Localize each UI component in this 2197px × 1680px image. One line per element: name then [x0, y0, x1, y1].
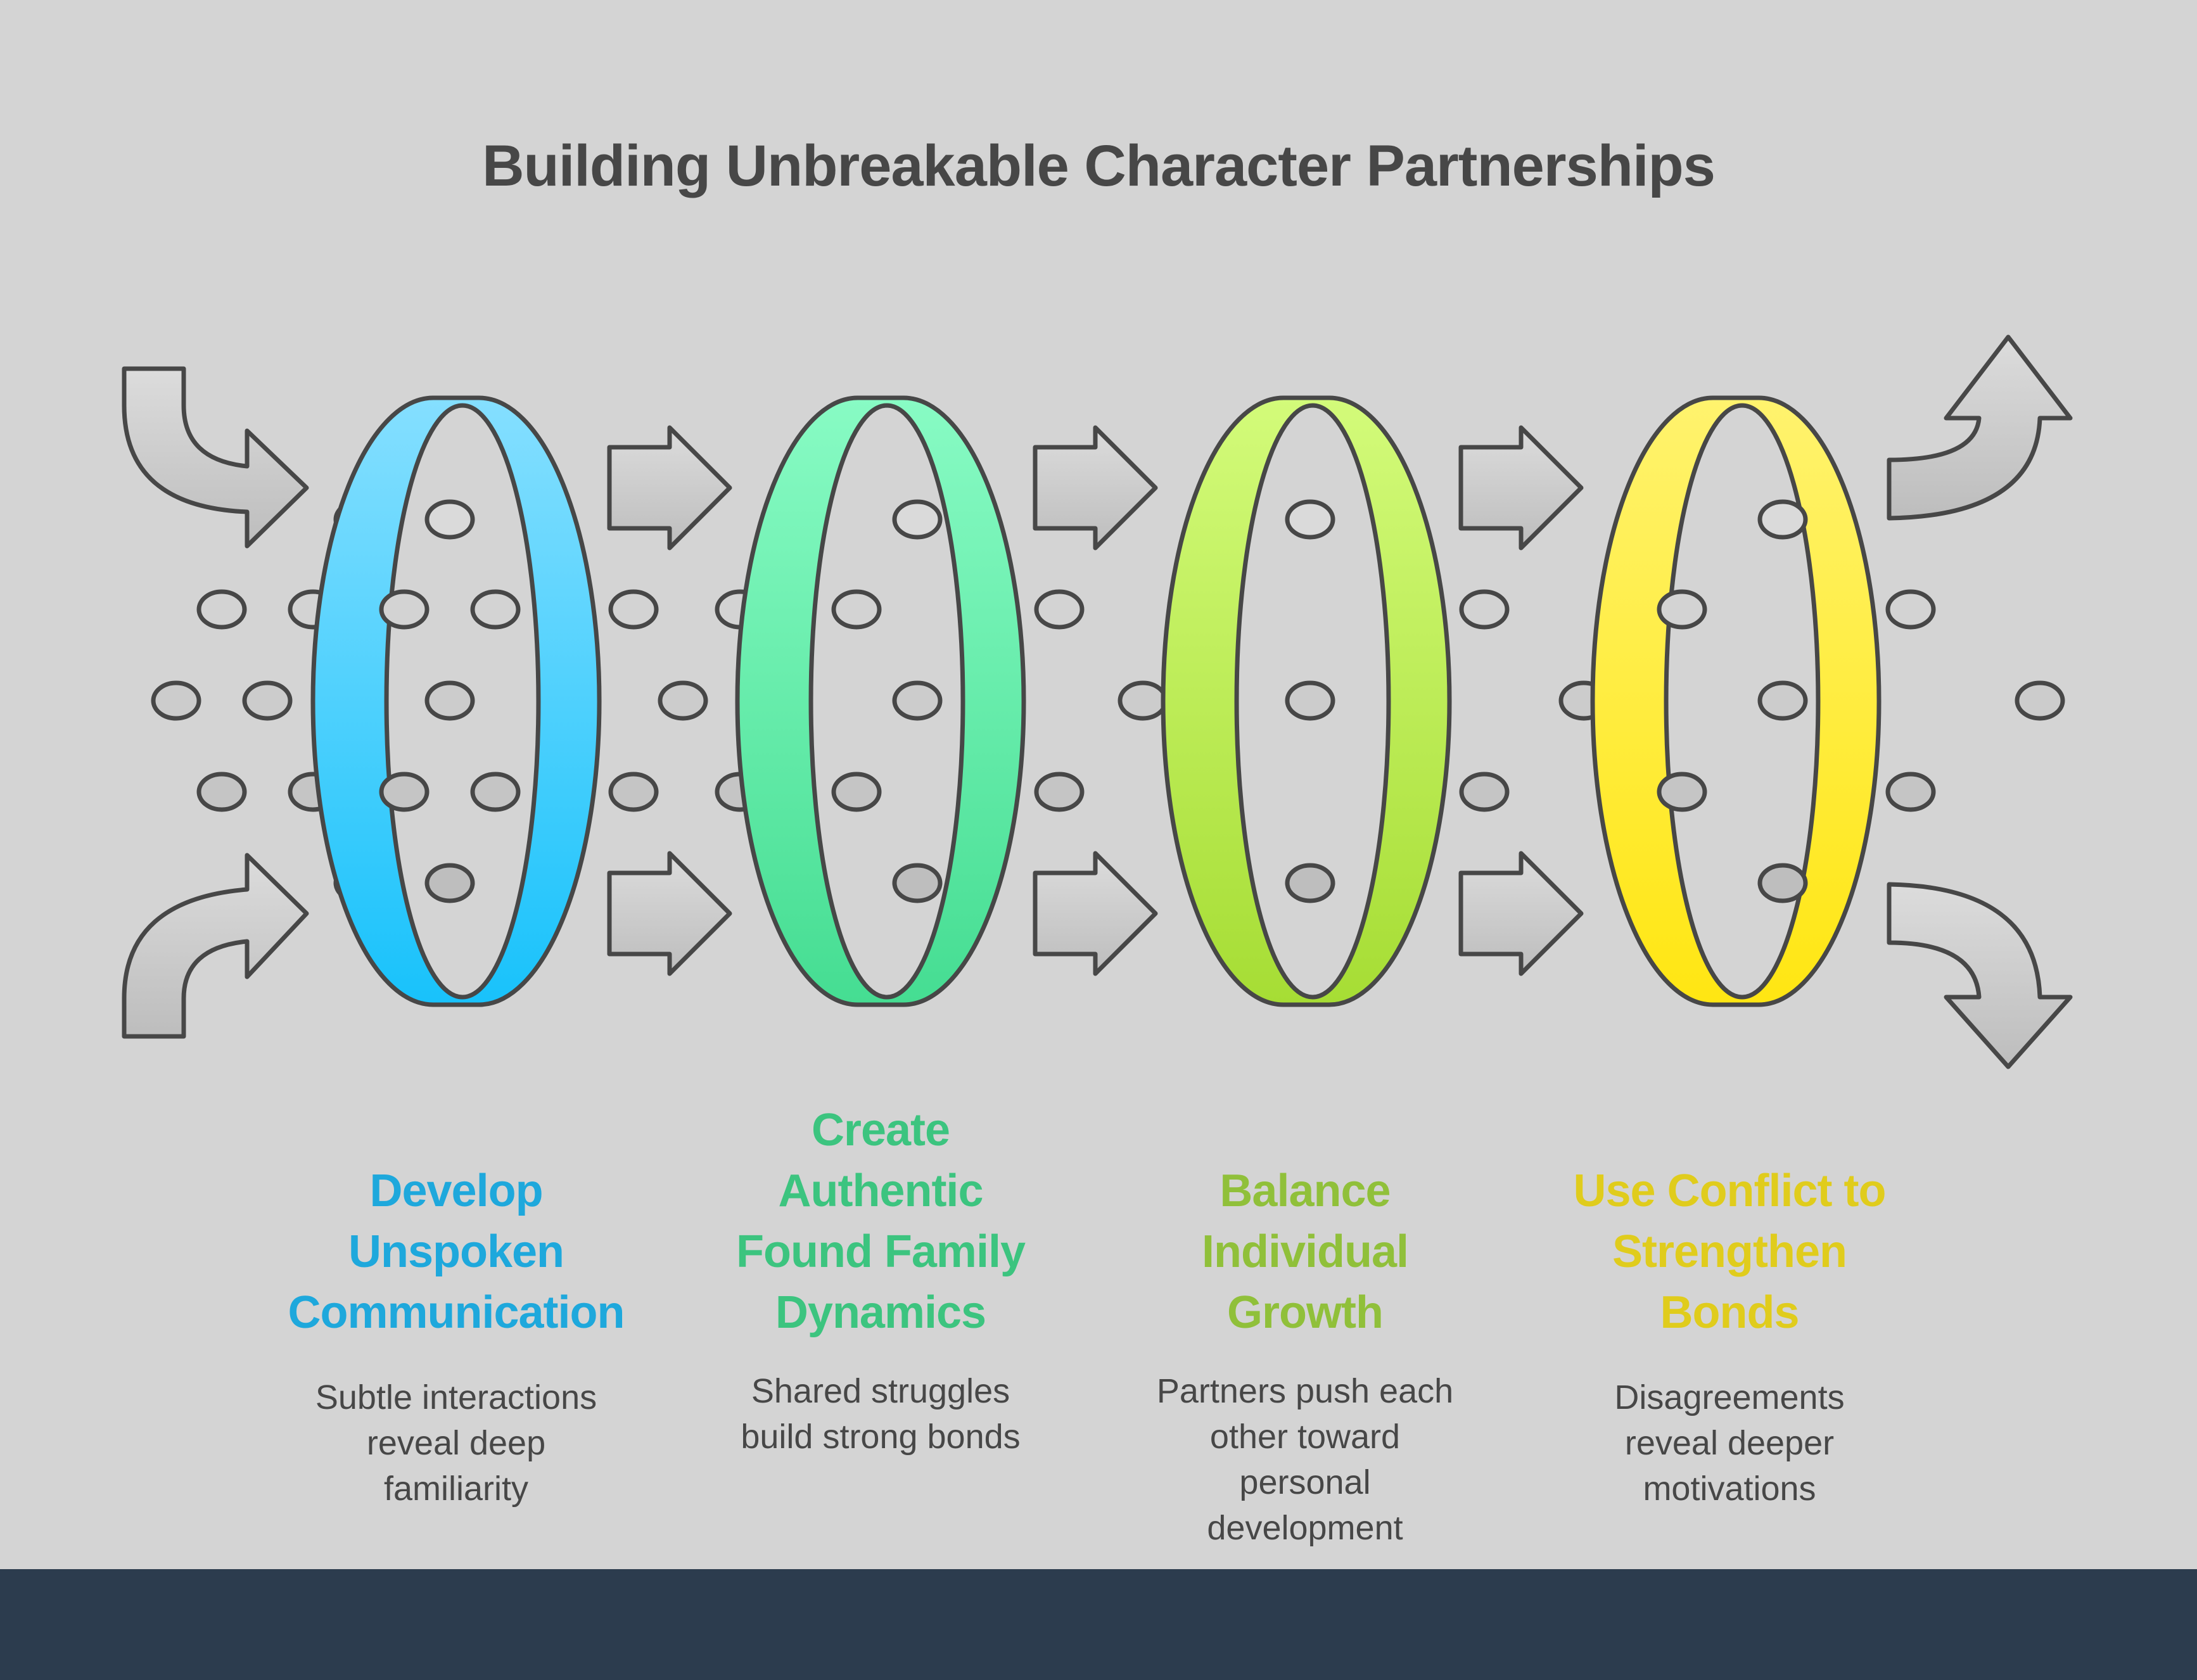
curved-arrow-icon	[1887, 882, 2073, 1069]
particle-circle-icon	[1034, 772, 1085, 812]
step-3: Balance Individual Growth Partners push …	[1102, 1077, 1508, 1558]
particle-circle-icon	[892, 680, 943, 721]
description-line: Shared struggles	[751, 1372, 1010, 1410]
step-heading: Balance Individual Growth	[1102, 1161, 1508, 1343]
particle-circle-icon	[1285, 499, 1335, 540]
particle-circle-icon	[892, 499, 943, 540]
particle-circle-icon	[424, 680, 475, 721]
curved-arrow-icon	[1887, 334, 2073, 521]
particle-circle-icon	[1034, 589, 1085, 630]
heading-line: Use Conflict to	[1573, 1166, 1886, 1216]
particle-circle-icon	[242, 680, 293, 721]
description-line: Partners push each	[1156, 1372, 1454, 1410]
particle-circle-icon	[1885, 589, 1936, 630]
particle-circle-icon	[1285, 680, 1335, 721]
step-heading: Create Authentic Found Family Dynamics	[678, 1100, 1083, 1343]
curved-arrow-icon	[122, 366, 309, 549]
description-line: other toward	[1209, 1418, 1401, 1456]
heading-line: Unspoken	[348, 1226, 564, 1277]
particle-circle-icon	[379, 772, 430, 812]
footer-bar	[0, 1569, 2197, 1680]
heading-line: Bonds	[1660, 1287, 1800, 1338]
step-heading: Use Conflict to Strengthen Bonds	[1527, 1161, 1932, 1343]
particle-circle-icon	[470, 589, 521, 630]
particle-circle-icon	[608, 589, 659, 630]
particle-circle-icon	[1459, 589, 1510, 630]
particle-circle-icon	[831, 772, 882, 812]
particle-circle-icon	[2015, 680, 2065, 721]
description-line: development	[1207, 1509, 1403, 1547]
particle-circle-icon	[470, 772, 521, 812]
description-line: Disagreements	[1614, 1378, 1845, 1416]
particle-circle-icon	[424, 863, 475, 903]
heading-line: Individual	[1201, 1226, 1409, 1277]
arrow-layer	[122, 334, 2073, 1069]
particle-circle-icon	[1657, 772, 1707, 812]
particle-circle-icon	[608, 772, 659, 812]
curved-arrow-icon	[122, 853, 309, 1039]
particle-circle-icon	[892, 863, 943, 903]
description-line: reveal deeper	[1624, 1424, 1835, 1462]
description-line: reveal deep	[366, 1424, 546, 1462]
step-heading: Develop Unspoken Communication	[253, 1161, 659, 1343]
heading-line: Develop	[369, 1166, 543, 1216]
right-arrow-icon	[607, 425, 732, 550]
right-arrow-icon	[607, 851, 732, 976]
step-1: Develop Unspoken Communication Subtle in…	[253, 1077, 659, 1520]
heading-line: Found Family	[736, 1226, 1026, 1277]
particle-circle-icon	[1757, 863, 1808, 903]
particle-circle-icon	[658, 680, 708, 721]
heading-line: Create	[811, 1105, 950, 1155]
particle-circle-icon	[1757, 499, 1808, 540]
ring-icon	[735, 395, 1026, 1007]
step-4: Use Conflict to Strengthen Bonds Disagre…	[1527, 1077, 1932, 1520]
ring-opening	[1664, 403, 1821, 1000]
ring-icon	[1590, 395, 1882, 1007]
particle-circle-icon	[196, 589, 247, 630]
step-description: Partners push each other toward personal…	[1102, 1368, 1508, 1551]
description-line: build strong bonds	[741, 1418, 1021, 1456]
particle-circle-icon	[1757, 680, 1808, 721]
particle-circle-icon	[1459, 772, 1510, 812]
heading-line: Growth	[1227, 1287, 1384, 1338]
heading-line: Balance	[1219, 1166, 1391, 1216]
right-arrow-icon	[1458, 851, 1584, 976]
heading-line: Dynamics	[775, 1287, 986, 1338]
particle-circle-icon	[1885, 772, 1936, 812]
right-arrow-icon	[1033, 425, 1158, 550]
heading-line: Communication	[288, 1287, 625, 1338]
right-arrow-icon	[1458, 425, 1584, 550]
particle-circle-icon	[196, 772, 247, 812]
diagram-title: Building Unbreakable Character Partnersh…	[482, 134, 1716, 198]
description-line: motivations	[1643, 1470, 1816, 1508]
heading-line: Strengthen	[1612, 1226, 1847, 1277]
particle-circle-icon	[1285, 863, 1335, 903]
ring-opening	[808, 403, 965, 1000]
description-line: personal	[1239, 1463, 1371, 1501]
particle-circle-icon	[379, 589, 430, 630]
particle-circle-icon	[151, 680, 201, 721]
particle-circle-icon	[1118, 680, 1168, 721]
description-line: Subtle interactions	[315, 1378, 597, 1416]
description-line: familiarity	[383, 1470, 529, 1508]
step-description: Shared struggles build strong bonds	[678, 1368, 1083, 1460]
particle-circle-icon	[424, 499, 475, 540]
step-description: Subtle interactions reveal deep familiar…	[253, 1375, 659, 1511]
particle-circle-icon	[831, 589, 882, 630]
step-description: Disagreements reveal deeper motivations	[1527, 1375, 1932, 1511]
heading-line: Authentic	[778, 1166, 984, 1216]
step-2: Create Authentic Found Family Dynamics S…	[678, 1077, 1083, 1520]
ring-layer	[310, 395, 1882, 1007]
right-arrow-icon	[1033, 851, 1158, 976]
particle-circle-icon	[1657, 589, 1707, 630]
